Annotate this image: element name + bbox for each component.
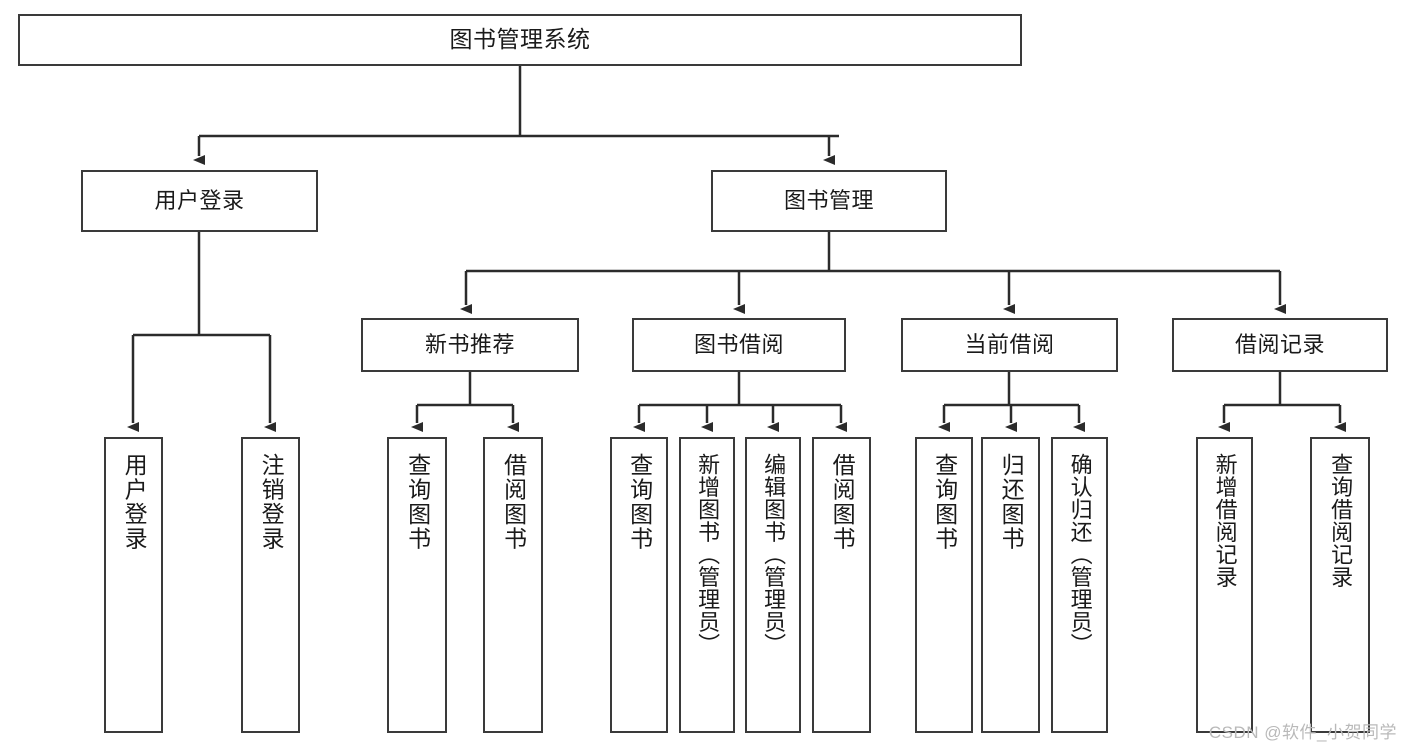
node-current-borrow-label: 当前借阅 <box>964 332 1055 358</box>
node-leaf-edit-book-label: 编辑图书（管理员） <box>761 453 787 656</box>
node-leaf-add-record[interactable]: 新增借阅记录 <box>1196 437 1253 733</box>
node-leaf-borrow-book-2[interactable]: 借阅图书 <box>812 437 871 733</box>
node-new-book-recommend[interactable]: 新书推荐 <box>361 318 579 372</box>
node-leaf-return-book[interactable]: 归还图书 <box>981 437 1040 733</box>
node-leaf-return-book-label: 归还图书 <box>998 453 1025 551</box>
node-leaf-edit-book[interactable]: 编辑图书（管理员） <box>745 437 801 733</box>
node-borrow-record[interactable]: 借阅记录 <box>1172 318 1388 372</box>
node-leaf-logout-login-label: 注销登录 <box>258 453 285 551</box>
node-leaf-query-book-2-label: 查询图书 <box>626 453 653 551</box>
node-root-label: 图书管理系统 <box>449 26 591 53</box>
watermark: CSDN @软件_小贺同学 <box>1208 723 1397 742</box>
node-user-login[interactable]: 用户登录 <box>81 170 318 232</box>
node-leaf-borrow-book-1-label: 借阅图书 <box>500 453 527 551</box>
node-leaf-query-book-3-label: 查询图书 <box>931 453 958 551</box>
node-leaf-borrow-book-1[interactable]: 借阅图书 <box>483 437 543 733</box>
node-leaf-add-book[interactable]: 新增图书（管理员） <box>679 437 735 733</box>
node-leaf-query-record[interactable]: 查询借阅记录 <box>1310 437 1370 733</box>
node-leaf-user-login-label: 用户登录 <box>121 453 148 551</box>
node-current-borrow[interactable]: 当前借阅 <box>901 318 1118 372</box>
node-leaf-confirm-return-label: 确认归还（管理员） <box>1067 453 1093 656</box>
node-leaf-query-book-3[interactable]: 查询图书 <box>915 437 973 733</box>
node-leaf-logout-login[interactable]: 注销登录 <box>241 437 300 733</box>
node-leaf-borrow-book-2-label: 借阅图书 <box>829 453 856 551</box>
node-leaf-query-book-1[interactable]: 查询图书 <box>387 437 447 733</box>
node-new-book-recommend-label: 新书推荐 <box>424 332 515 358</box>
node-book-management[interactable]: 图书管理 <box>711 170 947 232</box>
node-leaf-add-book-label: 新增图书（管理员） <box>695 453 721 656</box>
node-leaf-user-login[interactable]: 用户登录 <box>104 437 163 733</box>
node-book-borrow[interactable]: 图书借阅 <box>632 318 846 372</box>
node-leaf-confirm-return[interactable]: 确认归还（管理员） <box>1051 437 1108 733</box>
node-leaf-query-book-2[interactable]: 查询图书 <box>610 437 668 733</box>
node-leaf-query-book-1-label: 查询图书 <box>404 453 431 551</box>
node-user-login-label: 用户登录 <box>154 188 245 214</box>
node-leaf-add-record-label: 新增借阅记录 <box>1212 453 1238 588</box>
node-book-borrow-label: 图书借阅 <box>693 332 784 358</box>
node-book-management-label: 图书管理 <box>783 188 874 214</box>
node-root[interactable]: 图书管理系统 <box>18 14 1022 66</box>
node-leaf-query-record-label: 查询借阅记录 <box>1328 453 1354 588</box>
node-borrow-record-label: 借阅记录 <box>1234 332 1325 358</box>
